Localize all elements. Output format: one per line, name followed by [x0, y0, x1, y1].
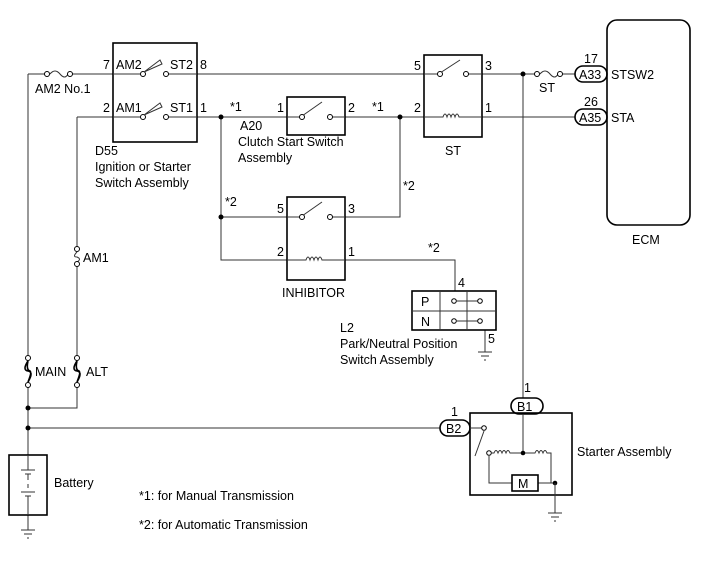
- pn_switch-pin4-label: 4: [458, 276, 465, 290]
- starter-conn1-label: B1: [517, 400, 532, 414]
- note-automatic: *2: for Automatic Transmission: [139, 518, 308, 532]
- pn_switch-pin5-label: 5: [488, 332, 495, 346]
- ecm-name-label: ECM: [632, 233, 660, 247]
- ecm-conn1-label: A33: [579, 68, 601, 82]
- ignition-switch-ref: D55: [95, 144, 118, 158]
- fuse-main: MAIN: [24, 355, 66, 388]
- starter-pin2-label: 1: [451, 405, 458, 419]
- fuse-am2-label: AM2 No.1: [35, 82, 91, 96]
- pn_switch-name_line1-label: Park/Neutral Position: [340, 337, 457, 351]
- starter-motor-label: M: [518, 477, 528, 491]
- markers-m1-label: *1: [372, 100, 384, 114]
- starter-conn2-label: B2: [446, 422, 461, 436]
- st_relay-pin2-label: 2: [414, 101, 421, 115]
- ignition_switch-name_line1-label: Ignition or Starter: [95, 160, 191, 174]
- fuse-st-label: ST: [539, 81, 555, 95]
- ignition_switch-name_line2-label: Switch Assembly: [95, 176, 190, 190]
- clutch_switch-ref-label: A20: [240, 119, 262, 133]
- st_relay-pin5-label: 5: [414, 59, 421, 73]
- ignition_switch-pins-st1-label: 1: [200, 101, 207, 115]
- ground-icon: [548, 483, 562, 522]
- ignition_switch-labels-am2-label: AM2: [116, 58, 142, 72]
- ecm: A33 17 STSW2 A35 26 STA ECM: [574, 19, 691, 247]
- battery: Battery: [8, 454, 94, 539]
- inhibitor-relay: 5 3 2 1 INHIBITOR: [277, 196, 355, 300]
- inhibitor-name-label: INHIBITOR: [282, 286, 345, 300]
- note-manual: *1: for Manual Transmission: [139, 489, 294, 503]
- markers-m2-label: *2: [225, 195, 237, 209]
- pn_switch-rows-1-label: N: [421, 315, 430, 329]
- fuse-am2: AM2 No.1: [35, 70, 91, 96]
- pn_switch-name_line2-label: Switch Assembly: [340, 353, 435, 367]
- battery-name-label: Battery: [54, 476, 94, 490]
- inhibitor-pin5-label: 5: [277, 202, 284, 216]
- clutch_switch-pin2-label: 2: [348, 101, 355, 115]
- ground-icon: [21, 529, 35, 539]
- fuse-am1-label: AM1: [83, 251, 109, 265]
- fuse-alt: ALT: [73, 355, 108, 388]
- ignition_switch-labels-am1-label: AM1: [116, 101, 142, 115]
- ground-icon: [478, 351, 492, 361]
- st_relay-pin1-label: 1: [485, 101, 492, 115]
- fuse-st: ST: [534, 70, 563, 95]
- park-neutral-switch: P N 4 5 L2 Park/Neutral Position Switch …: [340, 276, 497, 367]
- ignition_switch-pins-am2-label: 7: [103, 58, 110, 72]
- inhibitor-pin1-label: 1: [348, 245, 355, 259]
- st_relay-name-label: ST: [445, 144, 461, 158]
- starter-assembly: B1 1 B2 1 M Starter Assembly: [439, 381, 672, 522]
- ecm-conn2-label: A35: [579, 111, 601, 125]
- wires: [27, 73, 575, 530]
- ecm-term1-label: STSW2: [611, 68, 654, 82]
- st_relay-pin3-label: 3: [485, 59, 492, 73]
- markers-m2-label: *2: [403, 179, 415, 193]
- fuse-alt-label: ALT: [86, 365, 108, 379]
- junction-nodes: [25, 71, 526, 431]
- clutch-start-switch: 1 2 A20 Clutch Start Switch Assembly: [238, 96, 355, 165]
- ecm-pin1-label: 17: [584, 52, 598, 66]
- starter-pin1-label: 1: [524, 381, 531, 395]
- fuse-am1: AM1: [74, 246, 109, 267]
- inhibitor-pin3-label: 3: [348, 202, 355, 216]
- clutch_switch-pin1-label: 1: [277, 101, 284, 115]
- clutch_switch-name_line2-label: Assembly: [238, 151, 293, 165]
- fuse-main-label: MAIN: [35, 365, 66, 379]
- markers-m2-label: *2: [428, 241, 440, 255]
- ignition_switch-pins-st2-label: 8: [200, 58, 207, 72]
- ignition_switch-labels-st1-label: ST1: [170, 101, 193, 115]
- ignition_switch-pins-am1-label: 2: [103, 101, 110, 115]
- st-relay: 5 3 2 1 ST: [414, 54, 492, 158]
- starter-name-label: Starter Assembly: [577, 445, 672, 459]
- clutch_switch-name_line1-label: Clutch Start Switch: [238, 135, 344, 149]
- inhibitor-pin2-label: 2: [277, 245, 284, 259]
- pn_switch-ref-label: L2: [340, 321, 354, 335]
- ignition-switch: 7 AM2 ST2 8 2 AM1 ST1 1 D55 Ignition or …: [95, 42, 207, 190]
- ecm-term2-label: STA: [611, 111, 635, 125]
- ecm-pin2-label: 26: [584, 95, 598, 109]
- pn_switch-rows-0-label: P: [421, 295, 429, 309]
- markers-m1-label: *1: [230, 100, 242, 114]
- ignition_switch-labels-st2-label: ST2: [170, 58, 193, 72]
